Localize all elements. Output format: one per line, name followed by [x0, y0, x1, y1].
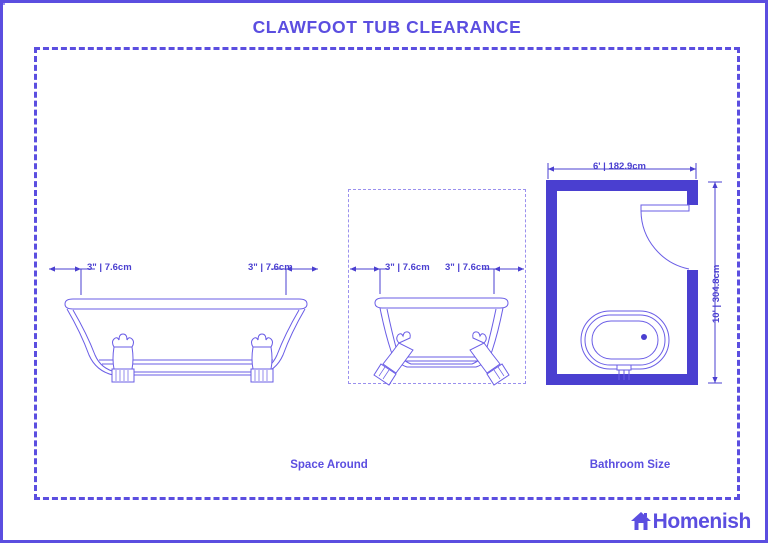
logo-text: Homenish: [652, 510, 752, 533]
outer-dashed-frame: [34, 47, 740, 500]
dim-label-side-left: 3" | 7.6cm: [87, 262, 132, 273]
dim-label-side-right: 3" | 7.6cm: [248, 262, 293, 273]
logo: Homenish: [630, 510, 751, 532]
house-icon: [630, 512, 651, 530]
dim-label-bathroom-height: 10' | 304.8cm: [711, 264, 722, 323]
caption-bathroom-size: Bathroom Size: [589, 459, 671, 471]
clearance-box-end-view: [348, 189, 526, 384]
caption-space-around: Space Around: [290, 459, 368, 471]
clearance-box-side-view: [3, 3, 5, 5]
dim-label-bathroom-width: 6' | 182.9cm: [593, 161, 646, 172]
dim-label-end-right: 3" | 7.6cm: [445, 262, 490, 273]
dim-label-end-left: 3" | 7.6cm: [385, 262, 430, 273]
page-title: CLAWFOOT TUB CLEARANCE: [252, 17, 522, 37]
